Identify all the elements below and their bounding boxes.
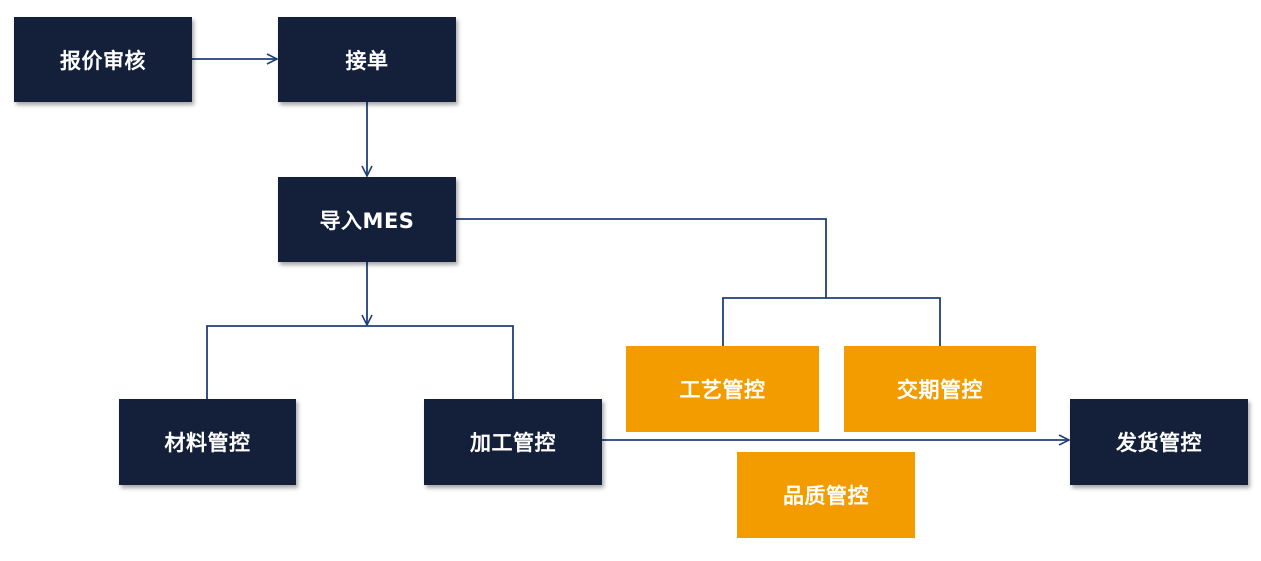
node-accept-order: 接单: [278, 17, 456, 102]
node-label: 交期管控: [897, 378, 983, 402]
node-shipping-control: 发货管控: [1070, 399, 1248, 485]
edge-mes-right: [456, 218, 827, 298]
node-quote-review: 报价审核: [14, 17, 192, 102]
node-craft-control: 工艺管控: [626, 346, 819, 432]
node-label: 发货管控: [1116, 431, 1202, 455]
node-delivery-date-control: 交期管控: [844, 346, 1036, 432]
node-quality-control: 品质管控: [737, 452, 915, 538]
node-label: 接单: [345, 48, 389, 73]
node-label: 加工管控: [470, 431, 556, 455]
node-import-mes: 导入MES: [278, 177, 456, 262]
node-label: 导入MES: [319, 208, 415, 233]
node-label: 材料管控: [164, 431, 251, 455]
edge-branch-material-processing: [206, 325, 514, 399]
edge-branch-craft-delivery: [722, 297, 941, 346]
node-processing-control: 加工管控: [424, 399, 602, 485]
node-material-control: 材料管控: [119, 399, 296, 485]
node-label: 报价审核: [60, 48, 146, 73]
node-label: 工艺管控: [679, 378, 766, 402]
node-label: 品质管控: [783, 484, 869, 508]
